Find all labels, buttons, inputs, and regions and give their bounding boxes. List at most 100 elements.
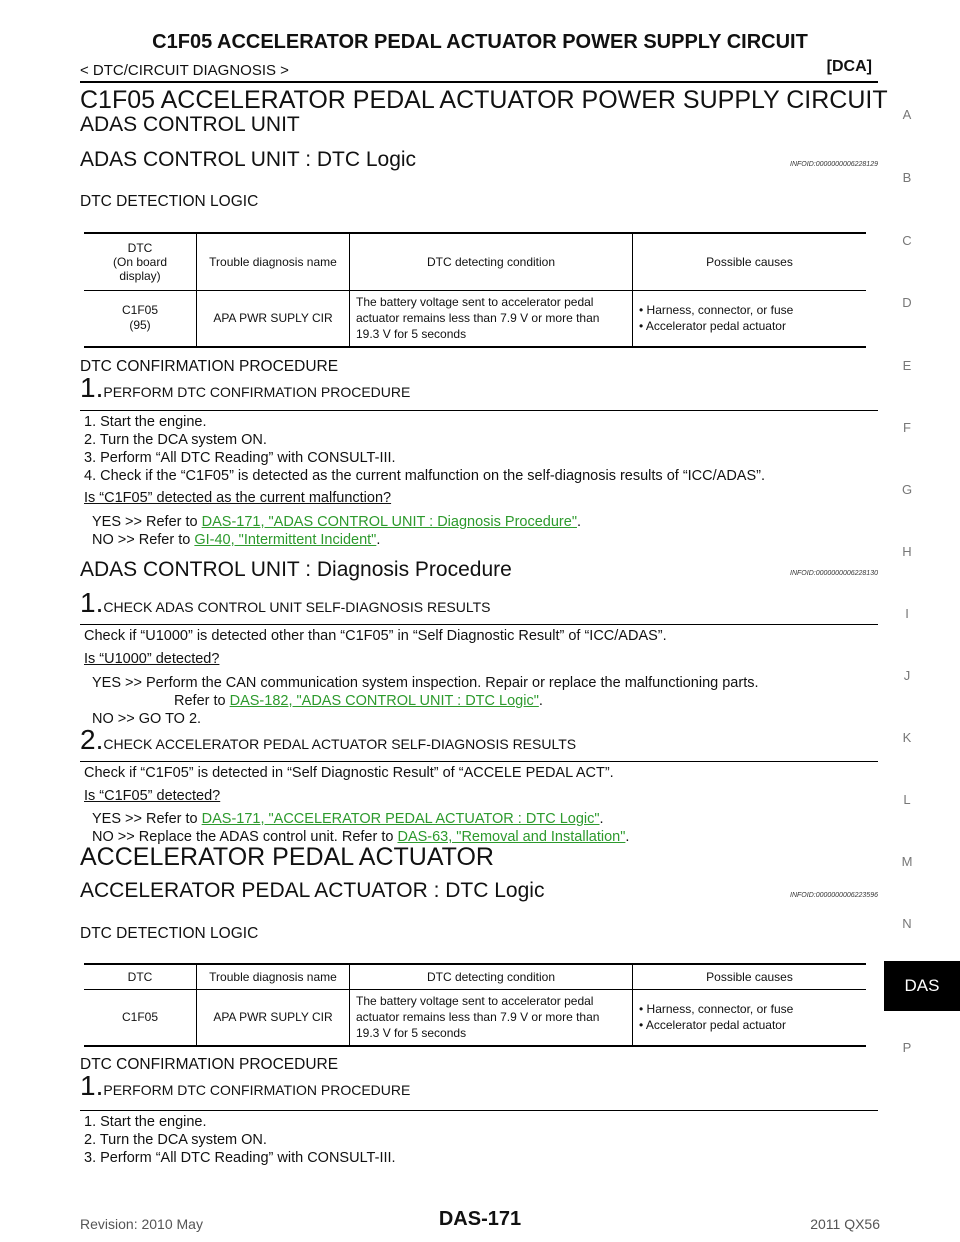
step-number: 1.	[80, 372, 104, 403]
procedure-step: 3. Perform “All DTC Reading” with CONSUL…	[84, 1150, 396, 1166]
step-title: CHECK ACCELERATOR PEDAL ACTUATOR SELF-DI…	[103, 736, 577, 752]
side-index-letter[interactable]: D	[902, 295, 912, 310]
table-rule-top	[84, 232, 866, 234]
table-rule-top	[84, 963, 866, 965]
step-text: Check if “U1000” is detected other than …	[84, 628, 667, 644]
procedure-step: 2. Turn the DCA system ON.	[84, 1132, 267, 1148]
header-rule	[80, 81, 878, 83]
step-1-header: 1.CHECK ADAS CONTROL UNIT SELF-DIAGNOSIS…	[80, 587, 491, 619]
answer-no: NO >> GO TO 2.	[92, 711, 202, 727]
side-index-letter[interactable]: J	[903, 668, 911, 683]
side-index-letter[interactable]: I	[905, 606, 909, 621]
reference-link[interactable]: DAS-171, "ADAS CONTROL UNIT : Diagnosis …	[201, 514, 577, 530]
step-title: PERFORM DTC CONFIRMATION PROCEDURE	[103, 384, 411, 400]
step-rule	[80, 761, 878, 762]
cell-dtc: C1F05	[121, 1010, 159, 1025]
diagnosis-title: ADAS CONTROL UNIT : Diagnosis Procedure	[80, 558, 512, 581]
procedure-step: 2. Turn the DCA system ON.	[84, 432, 267, 448]
header-dtc-line1: DTC	[127, 240, 153, 255]
procedure-step: 3. Perform “All DTC Reading” with CONSUL…	[84, 450, 396, 466]
cell-condition-line: actuator remains less than 7.9 V or more…	[356, 1010, 600, 1025]
side-index-letter[interactable]: N	[902, 916, 912, 931]
cell-dtc-code: C1F05	[121, 303, 159, 318]
step-title: CHECK ADAS CONTROL UNIT SELF-DIAGNOSIS R…	[103, 599, 491, 615]
side-index-letter[interactable]: H	[902, 544, 912, 559]
confirmation-heading: DTC CONFIRMATION PROCEDURE	[80, 1056, 339, 1073]
cell-name: APA PWR SUPLY CIR	[196, 989, 350, 1045]
cell-condition-line: The battery voltage sent to accelerator …	[356, 295, 594, 310]
header-name: Trouble diagnosis name	[196, 965, 350, 989]
reference-link[interactable]: DAS-63, "Removal and Installation"	[397, 829, 626, 845]
step-1-header: 1.PERFORM DTC CONFIRMATION PROCEDURE	[80, 372, 410, 404]
cell-causes: Harness, connector, or fuse Accelerator …	[632, 290, 866, 346]
side-index-letter[interactable]: M	[901, 854, 913, 869]
answer-label: NO >> Replace the ADAS control unit. Ref…	[92, 829, 398, 845]
info-id: INFOID:0000000006228130	[790, 570, 878, 577]
step-rule	[80, 410, 878, 411]
table-rule-bottom	[84, 1045, 866, 1047]
answer-label: YES >> Refer to	[92, 811, 202, 827]
footer-model: 2011 QX56	[810, 1216, 880, 1232]
dtc-logic-title: ACCELERATOR PEDAL ACTUATOR : DTC Logic	[80, 879, 545, 902]
answer-yes: YES >> Refer to DAS-171, "ACCELERATOR PE…	[92, 811, 604, 827]
step-rule	[80, 624, 878, 625]
step-number: 1.	[80, 587, 104, 618]
section-tab-das[interactable]: DAS	[884, 961, 960, 1011]
dtc-table: DTC (On board display) Trouble diagnosis…	[84, 234, 866, 346]
detection-logic-heading: DTC DETECTION LOGIC	[80, 925, 259, 942]
step-2-header: 2.CHECK ACCELERATOR PEDAL ACTUATOR SELF-…	[80, 724, 576, 756]
cause-item: Harness, connector, or fuse	[639, 302, 860, 318]
cell-dtc: C1F05 (95)	[84, 290, 197, 346]
page-header-title: C1F05 ACCELERATOR PEDAL ACTUATOR POWER S…	[152, 31, 808, 53]
decision-question: Is “U1000” detected?	[84, 651, 220, 667]
info-id: INFOID:0000000006228129	[790, 161, 878, 168]
answer-no: NO >> Refer to GI-40, "Intermittent Inci…	[92, 532, 381, 548]
header-causes: Possible causes	[632, 965, 866, 989]
answer-no: NO >> Replace the ADAS control unit. Ref…	[92, 829, 630, 845]
reference-link[interactable]: DAS-182, "ADAS CONTROL UNIT : DTC Logic"	[229, 693, 539, 709]
side-index-letter[interactable]: K	[902, 730, 912, 745]
header-name: Trouble diagnosis name	[196, 234, 350, 290]
header-dtc: DTC (On board display)	[84, 234, 197, 290]
side-index-letter[interactable]: G	[901, 482, 913, 497]
side-index-letter[interactable]: E	[902, 358, 912, 373]
dtc-table: DTC Trouble diagnosis name DTC detecting…	[84, 965, 866, 1045]
side-index-letter[interactable]: B	[902, 170, 912, 185]
header-condition: DTC detecting condition	[349, 965, 633, 989]
footer-page-number: DAS-171	[438, 1208, 522, 1230]
step-rule	[80, 1110, 878, 1111]
decision-question: Is “C1F05” detected as the current malfu…	[84, 490, 392, 506]
cell-causes: Harness, connector, or fuse Accelerator …	[632, 989, 866, 1045]
section-tag: [DCA]	[826, 58, 872, 75]
reference-link[interactable]: DAS-171, "ACCELERATOR PEDAL ACTUATOR : D…	[201, 811, 600, 827]
answer-yes: YES >> Refer to DAS-171, "ADAS CONTROL U…	[92, 514, 581, 530]
header-condition: DTC detecting condition	[349, 234, 633, 290]
table-row: C1F05 APA PWR SUPLY CIR The battery volt…	[84, 989, 866, 1045]
decision-question: Is “C1F05” detected?	[84, 788, 221, 804]
side-index-letter[interactable]: A	[902, 107, 912, 122]
section-title: ACCELERATOR PEDAL ACTUATOR	[80, 843, 494, 871]
step-number: 1.	[80, 1070, 104, 1101]
answer-label: NO >> Refer to	[92, 532, 195, 548]
breadcrumb: < DTC/CIRCUIT DIAGNOSIS >	[80, 62, 289, 79]
section-subtitle: ADAS CONTROL UNIT	[80, 113, 300, 136]
side-index-letter[interactable]: F	[903, 420, 911, 435]
detection-logic-heading: DTC DETECTION LOGIC	[80, 193, 259, 210]
answer-yes: YES >> Perform the CAN communication sys…	[92, 675, 759, 691]
side-index-letter[interactable]: L	[903, 792, 911, 807]
answer-label: Refer to	[174, 693, 230, 709]
side-index-letter[interactable]: P	[902, 1040, 912, 1055]
header-dtc: DTC	[127, 969, 153, 984]
dtc-logic-title: ADAS CONTROL UNIT : DTC Logic	[80, 148, 417, 171]
table-header-row: DTC Trouble diagnosis name DTC detecting…	[84, 965, 866, 989]
answer-label: YES >> Refer to	[92, 514, 202, 530]
info-id: INFOID:0000000006223596	[790, 892, 878, 899]
cause-item: Accelerator pedal actuator	[639, 318, 860, 334]
reference-link[interactable]: GI-40, "Intermittent Incident"	[194, 532, 377, 548]
step-text: Check if “C1F05” is detected in “Self Di…	[84, 765, 614, 781]
header-dtc-line3: display)	[119, 268, 161, 283]
section-title: C1F05 ACCELERATOR PEDAL ACTUATOR POWER S…	[80, 86, 888, 114]
procedure-step: 1. Start the engine.	[84, 414, 207, 430]
side-index-letter[interactable]: C	[902, 233, 912, 248]
cell-name: APA PWR SUPLY CIR	[196, 290, 350, 346]
